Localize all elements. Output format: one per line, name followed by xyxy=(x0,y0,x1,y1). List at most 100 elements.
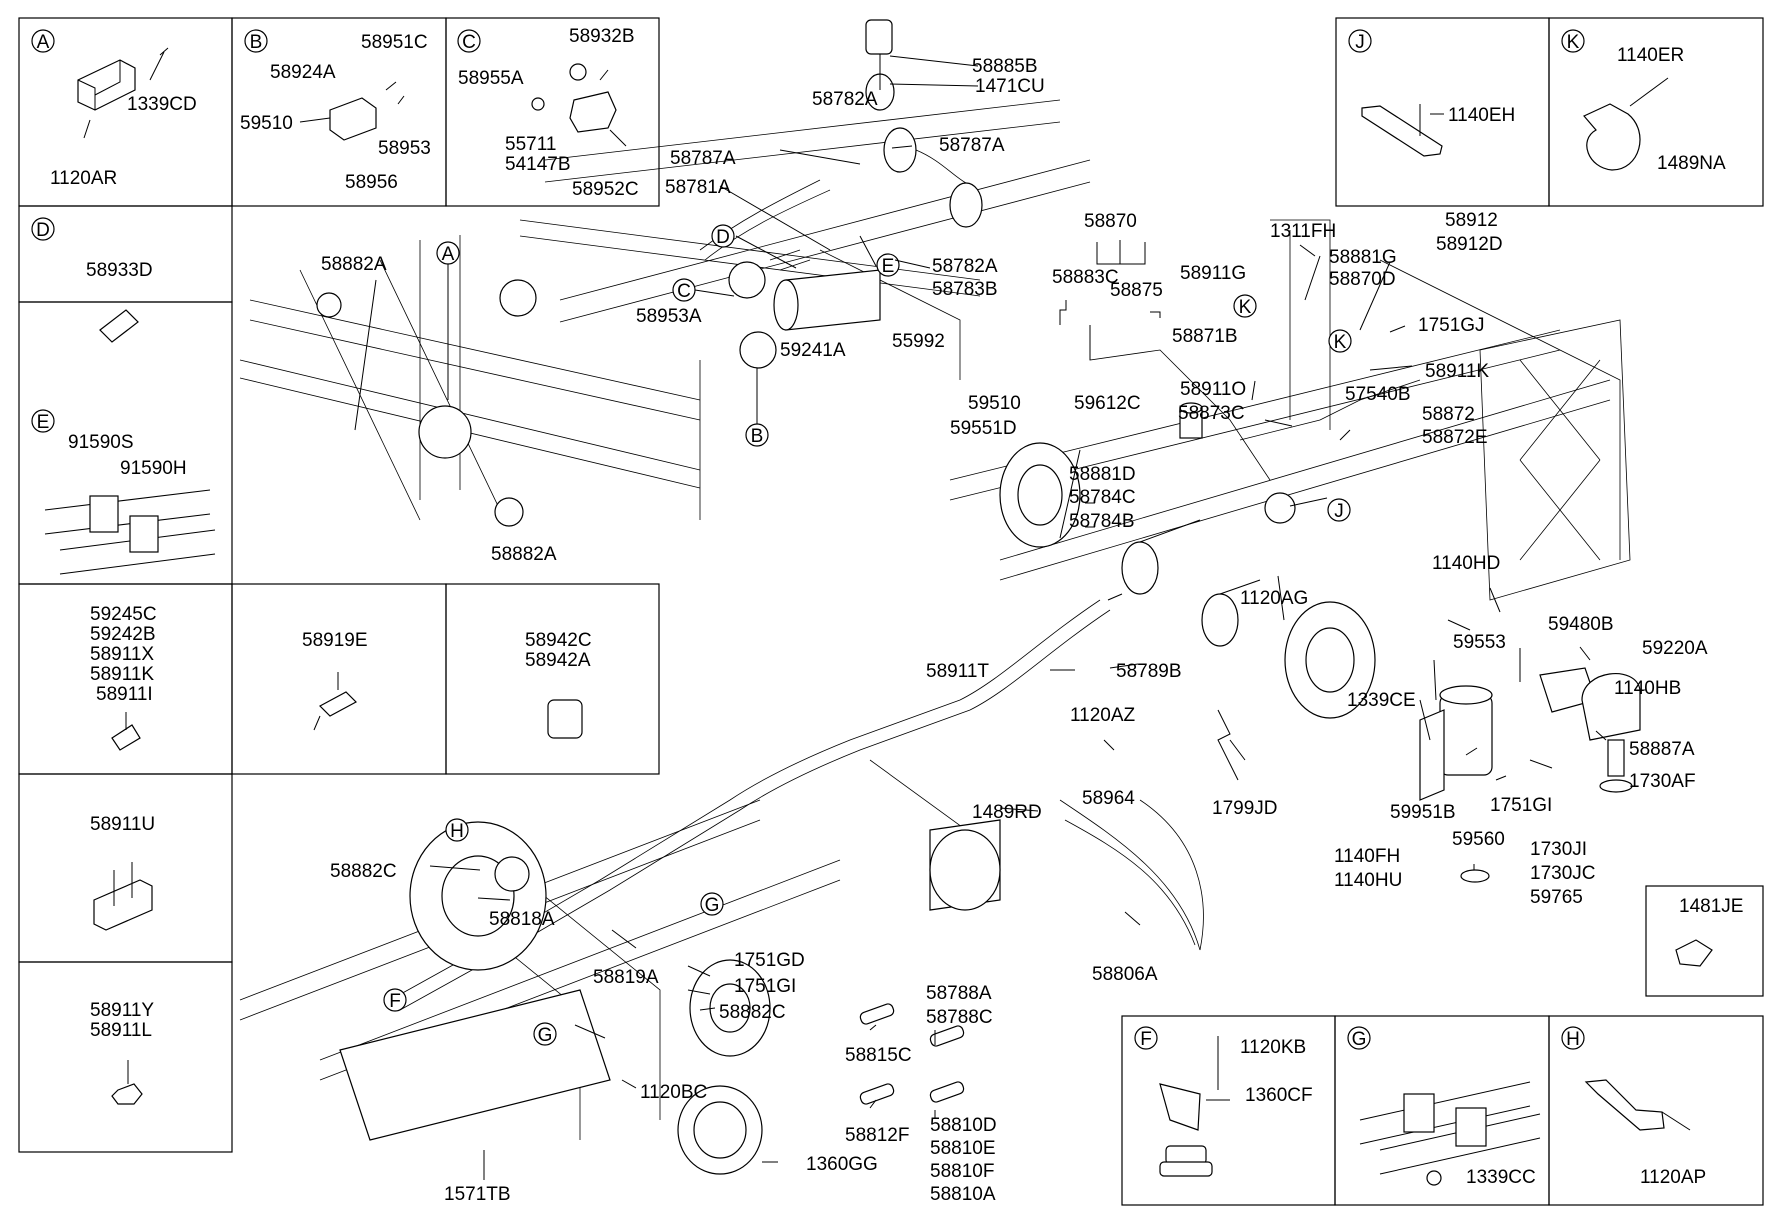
label-58787A-2: 58787A xyxy=(939,135,1005,156)
label-1140EH: 1140EH xyxy=(1448,105,1515,126)
label-1751GD: 1751GD xyxy=(734,950,805,971)
label-58782A-2: 58782A xyxy=(932,256,998,277)
callout-k-main-1: K xyxy=(1239,297,1252,318)
label-58871B: 58871B xyxy=(1172,326,1238,347)
label-58872E: 58872E xyxy=(1422,427,1488,448)
label-55992: 55992 xyxy=(892,331,945,352)
label-58911G: 58911G xyxy=(1180,263,1246,284)
label-58784B: 58784B xyxy=(1069,511,1135,532)
callout-c: C xyxy=(462,32,476,53)
label-58911X: 58911X xyxy=(90,644,154,665)
label-1730JI: 1730JI xyxy=(1530,839,1587,860)
label-58919E: 58919E xyxy=(302,630,368,651)
label-58911O: 58911O xyxy=(1180,379,1246,400)
inset-box-n2: 58919E xyxy=(231,583,447,775)
label-59245C: 59245C xyxy=(90,604,157,625)
label-58788C: 58788C xyxy=(926,1007,993,1028)
label-58819A: 58819A xyxy=(593,967,659,988)
label-58912: 58912 xyxy=(1445,210,1498,231)
label-58781A: 58781A xyxy=(665,177,731,198)
label-91590S: 91590S xyxy=(68,432,134,453)
label-58964: 58964 xyxy=(1082,788,1135,809)
label-58955A: 58955A xyxy=(458,68,524,89)
label-1120AZ: 1120AZ xyxy=(1070,705,1136,726)
label-58885B: 58885B xyxy=(972,56,1038,77)
label-58942A: 58942A xyxy=(525,650,591,671)
label-58787A-1: 58787A xyxy=(670,148,736,169)
inset-box-b: B 58951C 58924A 59510 58953 58956 xyxy=(231,17,447,207)
callout-e-main: E xyxy=(882,256,895,277)
label-1471CU: 1471CU xyxy=(975,76,1045,97)
inset-box-h: H 1120AP xyxy=(1548,1015,1764,1206)
label-58956: 58956 xyxy=(345,172,398,193)
callout-d: D xyxy=(36,220,50,241)
inset-box-g: G 1339CC xyxy=(1334,1015,1550,1206)
inset-box-n4: 58911U xyxy=(18,773,233,963)
label-1140HD: 1140HD xyxy=(1432,553,1500,574)
label-58870: 58870 xyxy=(1084,211,1137,232)
label-59510: 59510 xyxy=(968,393,1021,414)
label-1120AP: 1120AP xyxy=(1640,1167,1706,1188)
label-1120AR: 1120AR xyxy=(50,168,117,189)
callout-e: E xyxy=(37,412,50,433)
label-1140FH: 1140FH xyxy=(1334,846,1400,867)
callout-g-main-1: G xyxy=(705,895,720,916)
label-1751GI-1: 1751GI xyxy=(1490,795,1552,816)
label-1730JC: 1730JC xyxy=(1530,863,1596,884)
label-58812F: 58812F xyxy=(845,1125,909,1146)
label-58924A: 58924A xyxy=(270,62,336,83)
label-59951B: 59951B xyxy=(1390,802,1456,823)
callout-g: G xyxy=(1352,1029,1367,1050)
main-labels: 58885B 1471CU 58782A 58787A 58787A 58781… xyxy=(321,56,1708,1205)
label-57540B: 57540B xyxy=(1345,384,1411,405)
label-58911K: 58911K xyxy=(90,664,154,685)
label-1360GG: 1360GG xyxy=(806,1154,878,1175)
label-58788A: 58788A xyxy=(926,983,992,1004)
label-58882C-2: 58882C xyxy=(719,1002,786,1023)
inset-box-c: C 58932B 58955A 55711 54147B 58952C xyxy=(445,17,660,207)
label-1489RD: 1489RD xyxy=(972,802,1042,823)
label-58810A: 58810A xyxy=(930,1184,996,1205)
label-58815C: 58815C xyxy=(845,1045,912,1066)
label-1571TB: 1571TB xyxy=(444,1184,511,1205)
label-1751GJ: 1751GJ xyxy=(1418,315,1485,336)
callout-g-main-2: G xyxy=(538,1025,553,1046)
callout-f: F xyxy=(1140,1029,1152,1050)
label-58784C: 58784C xyxy=(1069,487,1136,508)
label-1311FH: 1311FH xyxy=(1270,221,1336,242)
label-58951C: 58951C xyxy=(361,32,428,53)
label-58911I: 58911I xyxy=(96,684,153,705)
callout-k-main-2: K xyxy=(1334,332,1347,353)
label-58911T: 58911T xyxy=(926,661,989,682)
inset-box-n6: 1481JE xyxy=(1645,885,1764,997)
label-58911K: 58911K xyxy=(1425,361,1489,382)
label-1140HB: 1140HB xyxy=(1614,678,1681,699)
label-59553: 59553 xyxy=(1453,632,1506,653)
callout-a-main: A xyxy=(442,244,455,265)
label-58873C: 58873C xyxy=(1178,403,1245,424)
callout-b: B xyxy=(250,32,263,53)
label-1481JE: 1481JE xyxy=(1679,896,1743,917)
label-1120BC: 1120BC xyxy=(640,1082,707,1103)
label-58882A-2: 58882A xyxy=(491,544,557,565)
label-58875: 58875 xyxy=(1110,280,1163,301)
label-59560: 59560 xyxy=(1452,829,1505,850)
label-1799JD: 1799JD xyxy=(1212,798,1278,819)
label-1489NA: 1489NA xyxy=(1657,153,1726,174)
label-59241A: 59241A xyxy=(780,340,846,361)
label-58806A: 58806A xyxy=(1092,964,1158,985)
label-58881D: 58881D xyxy=(1069,464,1136,485)
label-59242B: 59242B xyxy=(90,624,156,645)
callout-h-main: H xyxy=(450,821,464,842)
label-1120AG: 1120AG xyxy=(1240,588,1308,609)
label-58883C: 58883C xyxy=(1052,267,1119,288)
label-91590H: 91590H xyxy=(120,458,187,479)
label-59612C: 59612C xyxy=(1074,393,1141,414)
callout-d-main: D xyxy=(716,227,730,248)
label-58911Y: 58911Y xyxy=(90,1000,154,1021)
label-58818A: 58818A xyxy=(489,909,555,930)
label-58810D: 58810D xyxy=(930,1115,997,1136)
callout-h: H xyxy=(1566,1029,1580,1050)
chassis-drawing xyxy=(239,19,1641,1175)
